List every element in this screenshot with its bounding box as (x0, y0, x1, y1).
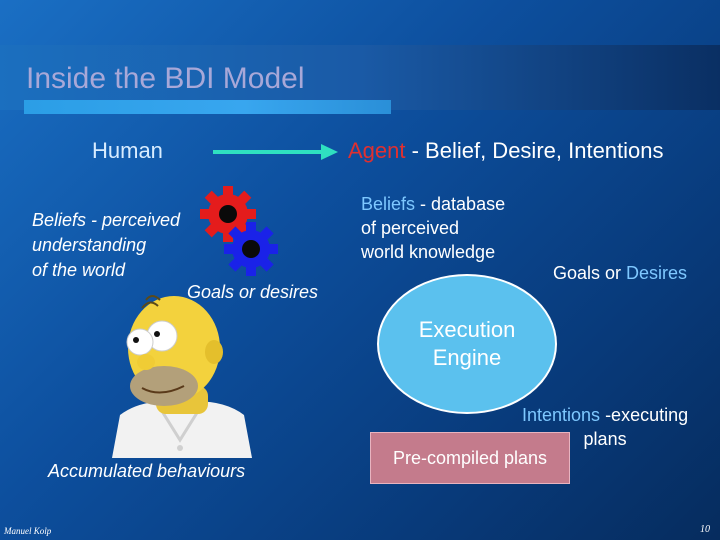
accumulated-behaviours-text: Accumulated behaviours (48, 461, 246, 481)
right-arrow-icon (213, 144, 338, 160)
beliefs-agent-line2: of perceived (361, 218, 460, 238)
intentions-line2: plans (583, 429, 627, 449)
beliefs-agent-line1: Beliefs - database (361, 192, 505, 216)
title-underline (24, 100, 391, 114)
homer-figure (112, 295, 252, 458)
goals-agent-desires: Desires (626, 263, 688, 283)
beliefs-agent-word: Beliefs (361, 194, 416, 214)
beliefs-human-line1: Beliefs - perceived (32, 210, 181, 230)
agent-label: Agent - Belief, Desire, Intentions (348, 138, 664, 164)
intentions-rest: -executing (600, 405, 689, 425)
intentions-word: Intentions (522, 405, 601, 425)
execution-engine-ellipse: Execution Engine (377, 274, 557, 414)
goals-agent-text: Goals or Desires (553, 263, 687, 284)
beliefs-agent-line3: world knowledge (361, 242, 496, 262)
engine-line1: Execution (418, 317, 516, 342)
intentions-text: Intentions -executing plans (522, 403, 688, 451)
slide-title: Inside the BDI Model (26, 62, 305, 95)
agent-word: Agent (348, 138, 406, 163)
goals-agent-prefix: Goals or (553, 263, 627, 283)
beliefs-human-line2: understanding (32, 235, 147, 255)
engine-line2: Engine (432, 345, 502, 370)
human-label: Human (92, 138, 163, 163)
beliefs-agent-rest: - database (415, 194, 506, 214)
beliefs-agent-text: Beliefs - database of perceived world kn… (361, 192, 505, 264)
agent-bdi-text: - Belief, Desire, Intentions (405, 138, 664, 163)
beliefs-human-text: Beliefs - perceived understanding of the… (32, 208, 180, 283)
page-number: 10 (700, 524, 710, 535)
goals-human-text: Goals or desires (187, 282, 319, 302)
intentions-line1: Intentions -executing (522, 403, 688, 427)
beliefs-human-line3: of the world (32, 260, 126, 280)
blue-gear-icon (224, 222, 278, 276)
red-gear-icon (200, 186, 256, 242)
precompiled-plans-box: Pre-compiled plans (370, 432, 570, 484)
title-bar (0, 45, 720, 110)
footer-author: Manuel Kolp (4, 526, 52, 536)
